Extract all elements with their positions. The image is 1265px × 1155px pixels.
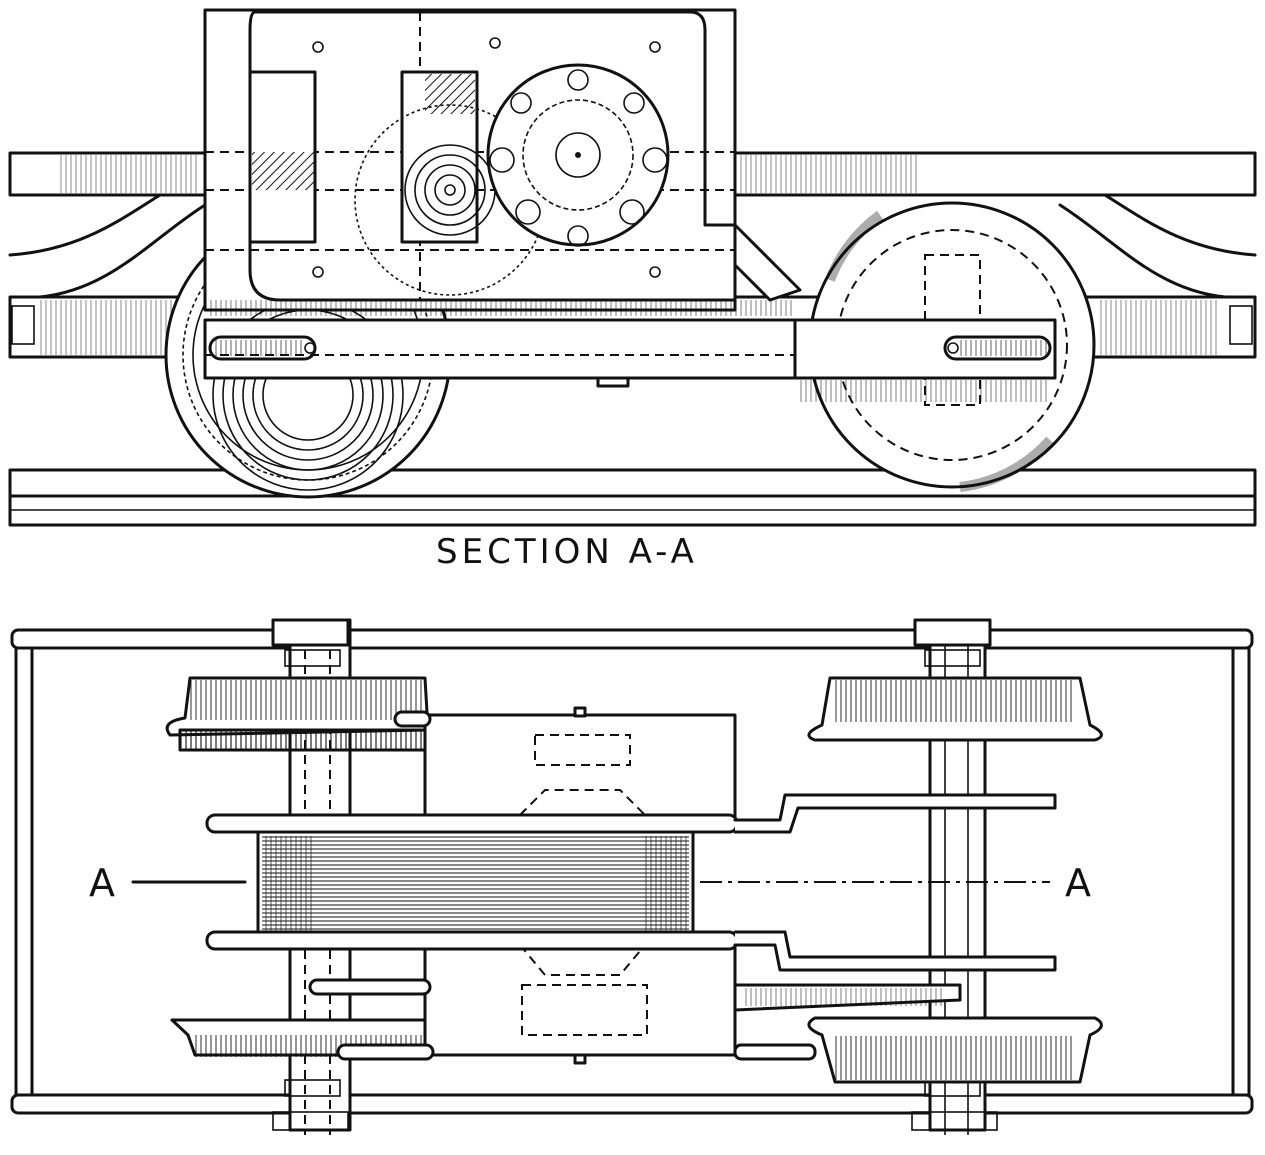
section-elevation-view: SECTION A-A xyxy=(8,8,1257,572)
strut xyxy=(733,223,802,302)
rail xyxy=(8,468,1257,527)
plan-wheel-bottom-right xyxy=(807,1016,1103,1084)
bearing-bar xyxy=(203,300,1057,402)
plan-frame-top xyxy=(10,628,1254,650)
motor-body xyxy=(205,706,1057,1065)
plan-wheel-top-left xyxy=(165,676,430,752)
cut-label-left: A xyxy=(89,861,115,905)
section-caption: SECTION A-A xyxy=(436,532,698,572)
armature-gear xyxy=(486,63,670,247)
plan-wheel-top-right xyxy=(807,676,1103,742)
plan-frame-bottom xyxy=(10,1093,1254,1115)
cut-label-right: A xyxy=(1065,861,1091,905)
plan-view: A A xyxy=(10,618,1254,1135)
